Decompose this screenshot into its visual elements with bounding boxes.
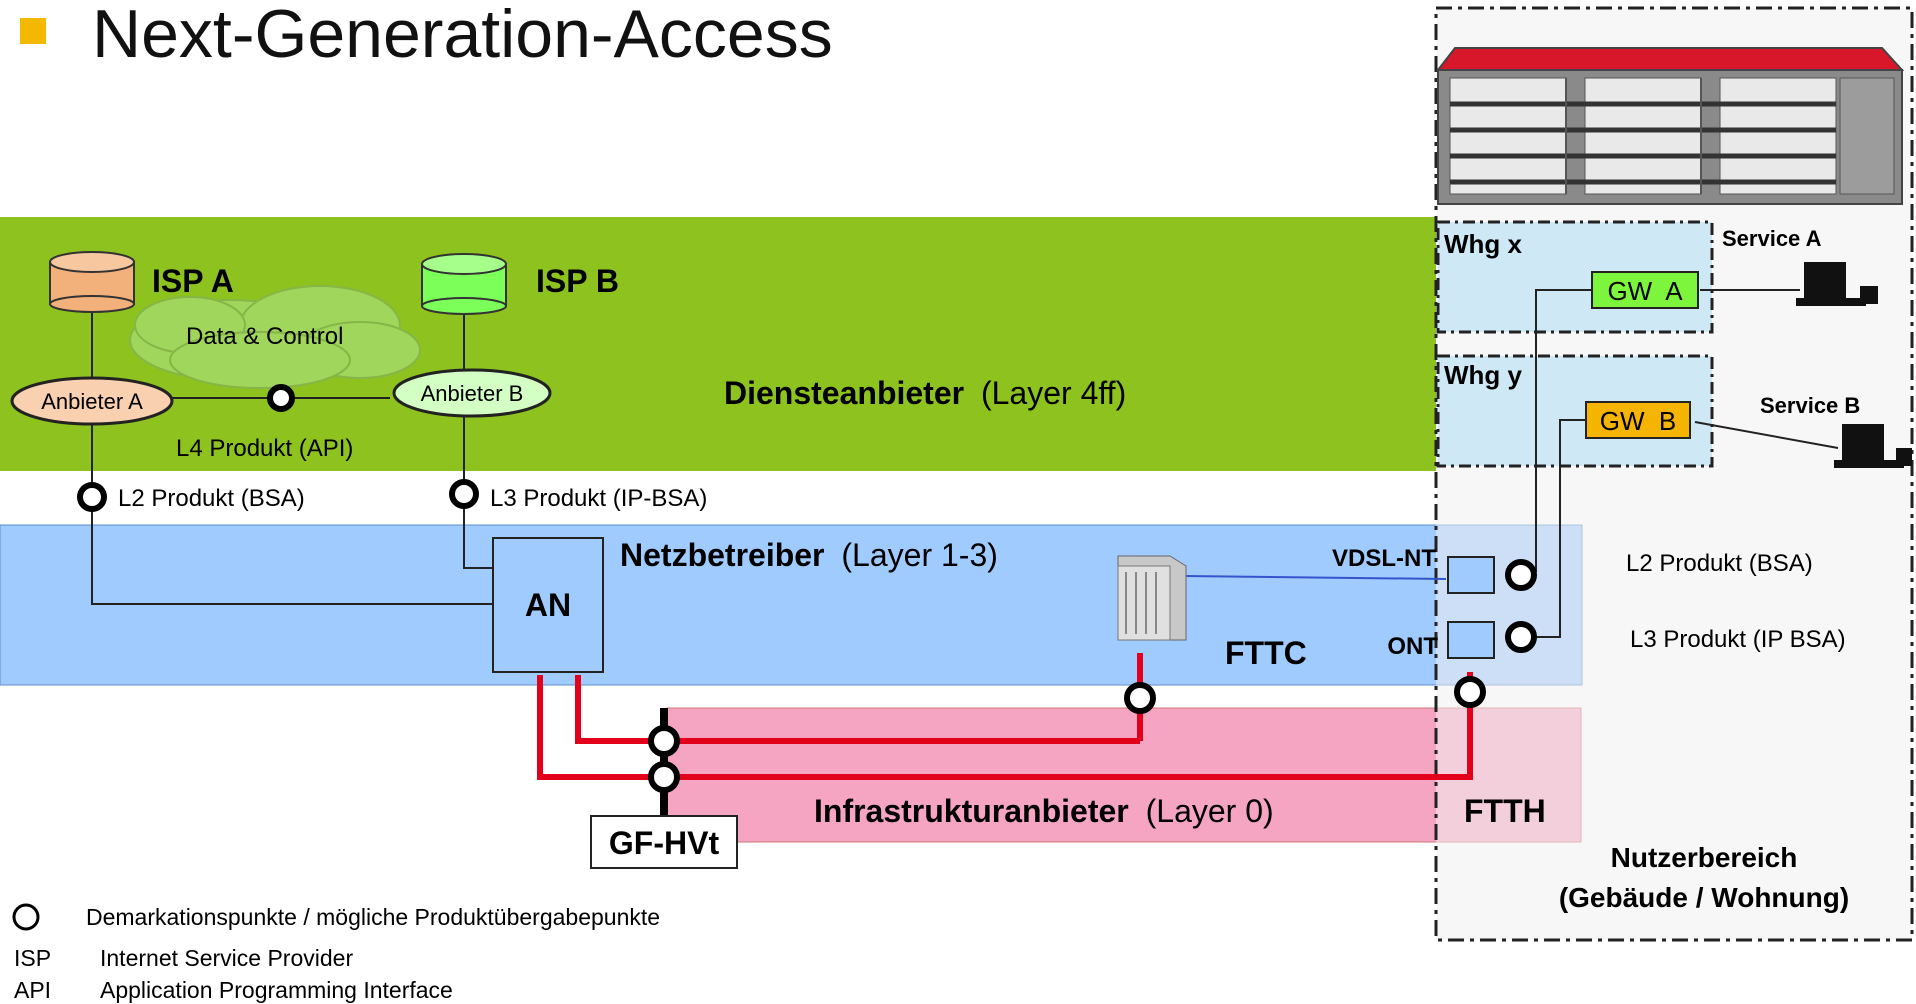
ont-label: ONT	[1387, 633, 1438, 660]
ont-box	[1447, 621, 1495, 659]
isp-b-database-icon	[421, 253, 507, 315]
cloud-icon	[129, 285, 421, 389]
layer-infra-title: Infrastrukturanbieter (Layer 0)	[814, 793, 1274, 829]
layer-network-title: Netzbetreiber (Layer 1-3)	[620, 537, 998, 573]
legend-2-text: Internet Service Provider	[100, 945, 353, 971]
service-a-pc-icon	[1796, 262, 1878, 306]
an-box	[492, 537, 604, 673]
whg-y-label: Whg y	[1444, 360, 1523, 390]
vdsl-link	[1184, 575, 1447, 580]
demarcation-l2	[77, 482, 107, 512]
gf-hvt-box	[590, 815, 738, 869]
right-l2-label: L2 Produkt (BSA)	[1626, 550, 1813, 577]
title-bullet	[20, 18, 46, 44]
demarcation-vdsl	[1505, 559, 1537, 591]
service-b-pc-icon	[1834, 424, 1912, 468]
building-icon	[1435, 47, 1905, 205]
legend-2-key: ISP	[14, 945, 51, 971]
legend-circle-icon	[12, 903, 40, 931]
vdsl-nt-box	[1447, 556, 1495, 594]
fttc-label: FTTC	[1225, 635, 1307, 671]
legend-1-text: Demarkationspunkte / mögliche Produktübe…	[86, 904, 660, 930]
legend-3-text: Application Programming Interface	[100, 977, 453, 1003]
vdsl-nt-label: VDSL-NT	[1332, 545, 1436, 572]
demarcation-l3	[449, 479, 479, 509]
an-label: AN	[525, 587, 571, 623]
isp-a-label: ISP A	[152, 263, 234, 299]
ftth-label: FTTH	[1464, 793, 1546, 829]
anbieter-a-node	[10, 376, 174, 426]
service-b-label: Service B	[1760, 393, 1860, 418]
gf-hvt-label: GF-HVt	[609, 825, 720, 861]
user-area-line1: Nutzerbereich	[1611, 842, 1798, 873]
whg-x-label: Whg x	[1444, 229, 1523, 259]
gw-a-box	[1591, 271, 1699, 309]
right-l3-label: L3 Produkt (IP BSA)	[1630, 626, 1846, 653]
l4-product-label: L4 Produkt (API)	[176, 435, 353, 462]
demarcation-gf-2	[648, 761, 680, 793]
isp-a-database-icon	[49, 251, 135, 313]
page-title: Next-Generation-Access	[92, 0, 833, 72]
legend-3-key: API	[14, 977, 51, 1003]
service-a-label: Service A	[1722, 226, 1822, 251]
anbieter-a-label: Anbieter A	[41, 389, 143, 414]
anbieter-b-node	[392, 368, 552, 418]
l3-product-label: L3 Produkt (IP-BSA)	[490, 485, 707, 512]
isp-b-label: ISP B	[536, 263, 619, 299]
demarcation-l4	[267, 384, 295, 412]
anbieter-b-label: Anbieter B	[421, 381, 524, 406]
gw-b-box	[1585, 401, 1691, 439]
layer-service-title: Diensteanbieter (Layer 4ff)	[724, 375, 1126, 411]
cloud-label: Data & Control	[186, 323, 343, 350]
demarcation-points	[77, 384, 1537, 793]
user-area-line2: (Gebäude / Wohnung)	[1559, 882, 1849, 913]
l2-product-label: L2 Produkt (BSA)	[118, 485, 305, 512]
gw-b-label: GW B	[1600, 406, 1677, 436]
demarcation-ont	[1505, 621, 1537, 653]
demarcation-fttc	[1124, 682, 1156, 714]
gw-a-label: GW A	[1607, 276, 1683, 306]
demarcation-gf-1	[648, 725, 680, 757]
dslam-cabinet-icon	[1117, 555, 1187, 641]
demarcation-ftth	[1454, 676, 1486, 708]
